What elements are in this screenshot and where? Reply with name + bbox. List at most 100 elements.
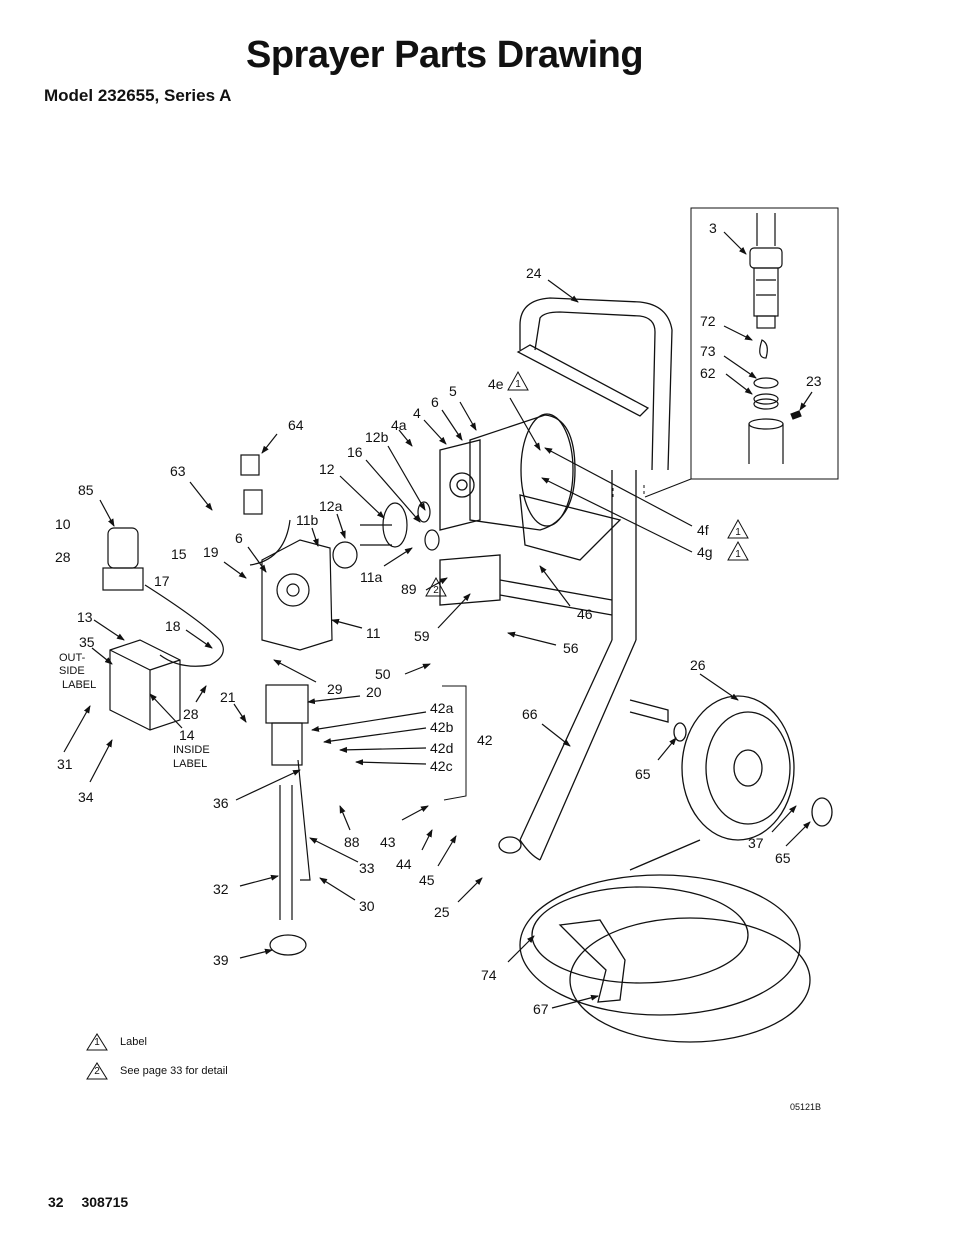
- hose-and-gun: [519, 839, 811, 1043]
- callout-85: 85: [78, 482, 94, 498]
- callout-67: 67: [533, 1001, 549, 1017]
- callout-21: 21: [220, 689, 236, 705]
- legend-text: Label: [120, 1036, 147, 1048]
- outside-label-line-3: LABEL: [62, 679, 96, 691]
- callout-12: 12: [319, 461, 335, 477]
- callout-72: 72: [700, 313, 716, 329]
- callout-26: 26: [690, 657, 706, 673]
- detail-inset: [690, 207, 839, 480]
- callout-42b: 42b: [430, 719, 454, 735]
- callout-66: 66: [522, 706, 538, 722]
- leader-lines: [63, 231, 813, 1009]
- callout-20: 20: [366, 684, 382, 700]
- callout-63: 63: [170, 463, 186, 479]
- callout-73: 73: [700, 343, 716, 359]
- callout-16: 16: [347, 444, 363, 460]
- callout-65-right: 65: [775, 850, 791, 866]
- legend-text: See page 33 for detail: [120, 1065, 228, 1077]
- callout-62: 62: [700, 365, 716, 381]
- bracket-line-42: [442, 685, 467, 801]
- callout-12a: 12a: [319, 498, 343, 514]
- callout-6: 6: [431, 394, 439, 410]
- flag-triangles: [425, 370, 749, 597]
- callout-19: 19: [203, 544, 219, 560]
- callout-31: 31: [57, 756, 73, 772]
- legend-item-see-page: 2 See page 33 for detail: [86, 1062, 228, 1080]
- callout-88: 88: [344, 834, 360, 850]
- callout-35: 35: [79, 634, 95, 650]
- flag-89: 2: [433, 585, 439, 596]
- callout-5: 5: [449, 383, 457, 399]
- callout-4f: 4f: [697, 522, 709, 538]
- callout-labels: 3 72 73 62 23 24 5 6 4e 4 4a 12b 16 64 1…: [55, 220, 822, 1017]
- callout-28-lower: 28: [183, 706, 199, 722]
- callout-23: 23: [806, 373, 822, 389]
- motor-assembly: [439, 413, 576, 531]
- callout-11b: 11b: [296, 512, 319, 528]
- triangle-flag-icon: 2: [86, 1062, 108, 1080]
- callout-36: 36: [213, 795, 229, 811]
- callout-28: 28: [55, 549, 71, 565]
- callout-25: 25: [434, 904, 450, 920]
- inside-label-line-2: LABEL: [173, 758, 207, 770]
- callout-17: 17: [154, 573, 170, 589]
- callout-42c: 42c: [430, 758, 453, 774]
- page-number: 32: [48, 1194, 64, 1210]
- flag-4e: 1: [515, 379, 521, 390]
- callout-10: 10: [55, 516, 71, 532]
- callout-64: 64: [288, 417, 304, 433]
- control-box: [109, 639, 181, 731]
- legend-symbol: 1: [94, 1037, 100, 1048]
- label-notes: OUT- SIDE LABEL INSIDE LABEL: [59, 652, 210, 770]
- callout-33: 33: [359, 860, 375, 876]
- callout-32: 32: [213, 881, 229, 897]
- callout-4e: 4e: [488, 376, 504, 392]
- triangle-flag-icon: 1: [86, 1033, 108, 1051]
- callout-56: 56: [563, 640, 579, 656]
- inside-label-line-1: INSIDE: [173, 744, 210, 756]
- callout-43: 43: [380, 834, 396, 850]
- callout-65: 65: [635, 766, 651, 782]
- callout-45: 45: [419, 872, 435, 888]
- drawing-number: 05121B: [790, 1102, 822, 1112]
- callout-11a: 11a: [360, 569, 383, 585]
- callout-24: 24: [526, 265, 542, 281]
- callout-12b: 12b: [365, 429, 389, 445]
- page-title: Sprayer Parts Drawing: [246, 34, 644, 76]
- flag-4f: 1: [735, 527, 741, 538]
- callout-42a: 42a: [430, 700, 454, 716]
- cart-frame: [439, 297, 673, 861]
- callout-59: 59: [414, 628, 430, 644]
- callout-34: 34: [78, 789, 94, 805]
- legend-symbol: 2: [94, 1066, 100, 1077]
- callout-50: 50: [375, 666, 391, 682]
- callout-18: 18: [165, 618, 181, 634]
- callout-89: 89: [401, 581, 417, 597]
- manual-number: 308715: [81, 1194, 129, 1210]
- gear-housing: [261, 539, 333, 651]
- page-footer: 32 308715: [48, 1194, 142, 1210]
- callout-3: 3: [709, 220, 717, 236]
- pump-assembly: [265, 684, 311, 956]
- callout-4a: 4a: [391, 417, 407, 433]
- callout-15: 15: [171, 546, 187, 562]
- model-subtitle: Model 232655, Series A: [44, 86, 232, 105]
- outside-label-line-1: OUT-: [59, 652, 86, 664]
- callout-11: 11: [366, 625, 381, 641]
- callout-13: 13: [77, 609, 93, 625]
- callout-44: 44: [396, 856, 412, 872]
- callout-29: 29: [327, 681, 343, 697]
- pressure-control: [102, 454, 291, 667]
- callout-30: 30: [359, 898, 375, 914]
- callout-46: 46: [577, 606, 593, 622]
- flag-4g: 1: [735, 549, 741, 560]
- callout-4: 4: [413, 405, 421, 421]
- flag-numbers: 1 2 1 1: [433, 379, 741, 596]
- callout-37: 37: [748, 835, 764, 851]
- callout-42d: 42d: [430, 740, 453, 756]
- inset-connector-lines: [612, 478, 692, 500]
- callout-42: 42: [477, 732, 493, 748]
- callout-4g: 4g: [697, 544, 713, 560]
- callout-14: 14: [179, 727, 195, 743]
